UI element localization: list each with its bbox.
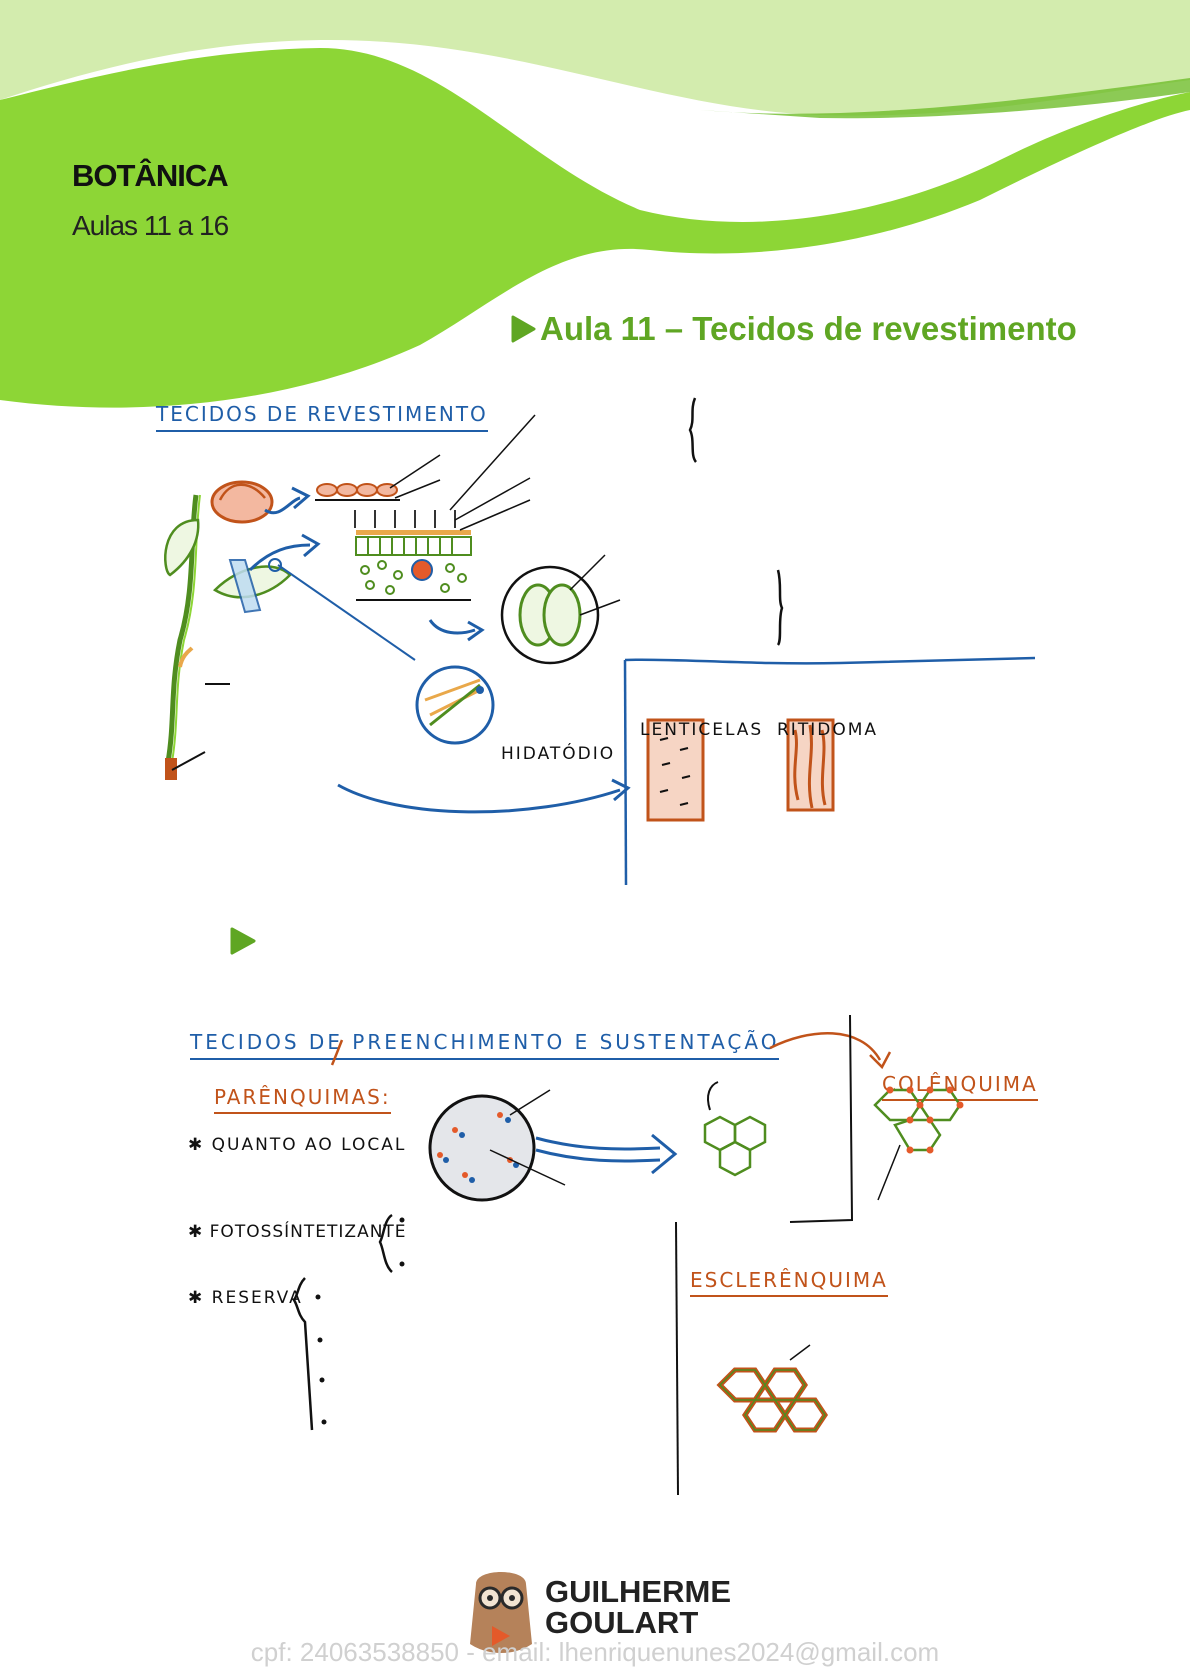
- header-wave-background: [0, 0, 1190, 408]
- bullet-star-icon: ✱: [188, 1222, 210, 1242]
- bullet-text: QUANTO AO LOCAL: [211, 1135, 407, 1155]
- bullet-star-icon: ✱: [188, 1288, 212, 1308]
- hidatodio-label: HIDATÓDIO: [501, 744, 616, 764]
- subject-title: BOTÂNICA: [72, 158, 229, 193]
- parenquimas-label: PARÊNQUIMAS:: [214, 1085, 391, 1114]
- watermark-text: cpf: 24063538850 - email: lhenriquenunes…: [250, 1637, 940, 1667]
- brand-name: GUILHERME GOULART: [545, 1576, 731, 1638]
- preenchimento-title: TECIDOS DE PREENCHIMENTO E SUSTENTAÇÃO: [190, 1030, 780, 1060]
- ritidoma-label: RITIDOMA: [777, 720, 878, 740]
- lessons-range: Aulas 11 a 16: [72, 210, 229, 241]
- bullet-quanto-ao-local: ✱ QUANTO AO LOCAL: [188, 1135, 406, 1155]
- revestimento-diagram: [164, 397, 1036, 886]
- lesson-title-text: Aula 11 – Tecidos de revestimento: [540, 310, 1077, 347]
- revestimento-title: TECIDOS DE REVESTIMENTO: [156, 402, 488, 432]
- play-bullet-icon: [511, 315, 536, 343]
- bullet-reserva: ✱ RESERVA: [188, 1288, 303, 1308]
- owl-logo-icon: [470, 1572, 532, 1653]
- esclerenquima-label: ESCLERÊNQUIMA: [690, 1268, 888, 1297]
- bullet-fotossintetizante: ✱ FOTOSSÍNTETIZANTE: [188, 1222, 407, 1242]
- lenticelas-label: LENTICELAS: [640, 720, 764, 740]
- lesson-title: Aula 11 – Tecidos de revestimento: [510, 310, 1077, 348]
- brand-line-2: GOULART: [545, 1605, 699, 1640]
- bullet-text: RESERVA: [211, 1288, 303, 1308]
- bullet-star-icon: ✱: [188, 1135, 212, 1155]
- brand-line-1: GUILHERME: [545, 1574, 731, 1609]
- play-bullet-icon: [230, 927, 256, 955]
- bullet-text: FOTOSSÍNTETIZANTE: [209, 1222, 407, 1242]
- preenchimento-diagram: [292, 1014, 964, 1496]
